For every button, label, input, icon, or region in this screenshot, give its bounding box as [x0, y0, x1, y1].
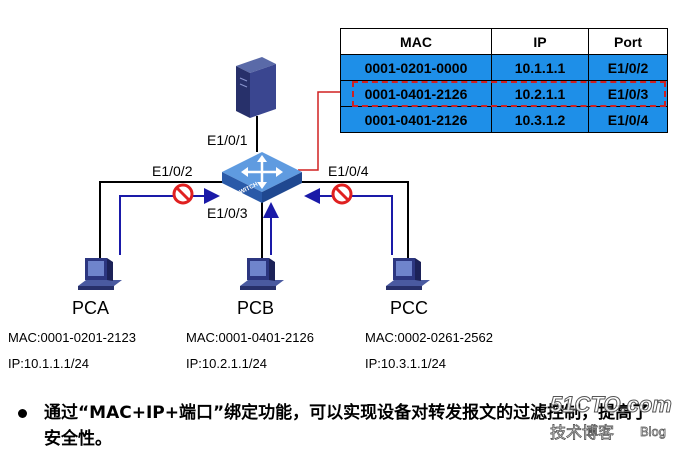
port-label-e1-0-3: E1/0/3: [207, 205, 248, 221]
host-name-pcc: PCC: [390, 298, 429, 318]
switch-icon: SWITCH: [222, 152, 302, 203]
cell-mac: 0001-0401-2126: [340, 80, 492, 107]
mac-ip-port-binding-table: MAC IP Port 0001-0201-0000 10.1.1.1 E1/0…: [340, 28, 668, 133]
port-label-e1-0-1: E1/0/1: [207, 132, 248, 148]
host-mac-pcc: MAC:0002-0261-2562: [365, 330, 493, 345]
host-name-pcb: PCB: [237, 298, 275, 318]
cell-ip: 10.3.1.2: [491, 106, 589, 133]
highlighted-row-dashed-box: [352, 81, 666, 107]
computer-icon: [78, 258, 122, 290]
cell-port: E1/0/3: [588, 80, 668, 107]
deny-icon: [172, 183, 194, 205]
cell-mac: 0001-0201-0000: [340, 54, 492, 81]
table-row: 0001-0401-2126 10.3.1.2 E1/0/4: [340, 106, 668, 133]
table-header-ip: IP: [491, 28, 589, 55]
computer-icon: [240, 258, 284, 290]
computer-icon: [386, 258, 430, 290]
host-name-pca: PCA: [72, 298, 110, 318]
bullet-dot-icon: [18, 409, 27, 418]
server-icon: [236, 57, 276, 118]
bullet-text: 通过“MAC+IP+端口”绑定功能，可以实现设备对转发报文的过滤控制，提高了安全…: [44, 403, 650, 449]
watermark-logo: 51CTO.com 技术博客 Blog: [550, 392, 673, 443]
watermark-sub: 技术博客: [550, 423, 614, 442]
port-label-e1-0-4: E1/0/4: [328, 163, 369, 179]
port-label-e1-0-2: E1/0/2: [152, 163, 193, 179]
host-ip-pcb: IP:10.2.1.1/24: [186, 356, 267, 371]
watermark-blog: Blog: [640, 424, 666, 439]
table-row: 0001-0201-0000 10.1.1.1 E1/0/2: [340, 54, 668, 81]
host-mac-pcb: MAC:0001-0401-2126: [186, 330, 314, 345]
traffic-arrow-pca: [119, 188, 220, 255]
table-header-port: Port: [588, 28, 668, 55]
watermark-brand: 51CTO.com: [550, 392, 672, 417]
cell-port: E1/0/2: [588, 54, 668, 81]
table-callout-line: [298, 91, 345, 171]
bullet-point: 通过“MAC+IP+端口”绑定功能，可以实现设备对转发报文的过滤控制，提高了安全…: [18, 400, 658, 452]
link-pca: [99, 181, 222, 258]
table-header-mac: MAC: [340, 28, 492, 55]
traffic-arrow-pcc: [304, 188, 393, 255]
link-pcc: [298, 181, 409, 258]
deny-icon: [331, 183, 353, 205]
host-ip-pca: IP:10.1.1.1/24: [8, 356, 89, 371]
cell-ip: 10.1.1.1: [491, 54, 589, 81]
cell-port: E1/0/4: [588, 106, 668, 133]
host-mac-pca: MAC:0001-0201-2123: [8, 330, 136, 345]
host-ip-pcc: IP:10.3.1.1/24: [365, 356, 446, 371]
table-row: 0001-0401-2126 10.2.1.1 E1/0/3: [340, 80, 668, 107]
cell-mac: 0001-0401-2126: [340, 106, 492, 133]
